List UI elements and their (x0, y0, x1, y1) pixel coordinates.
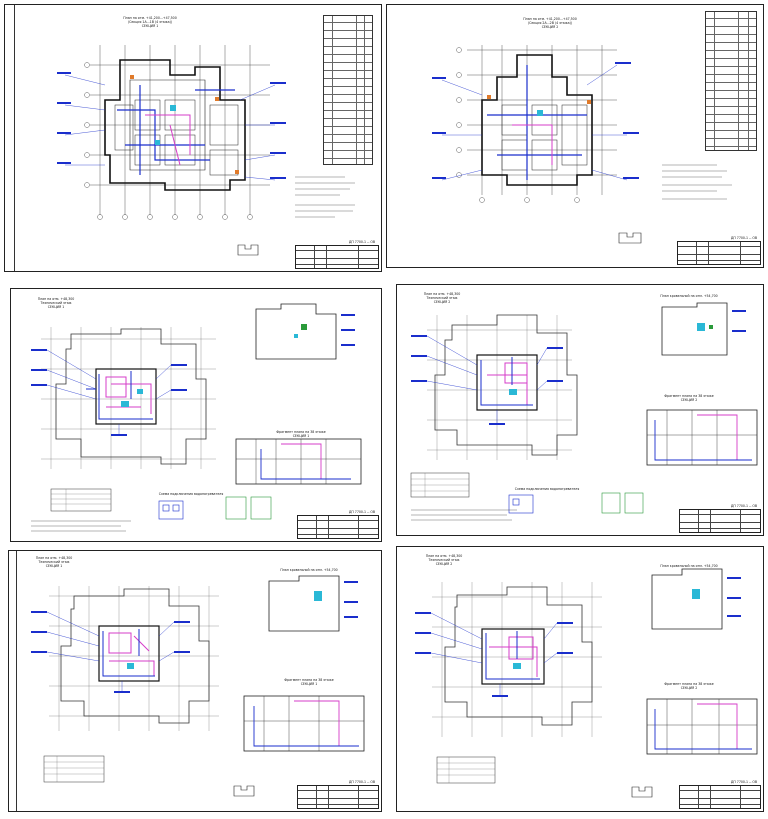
sheet-1-title-3: СЕКЦИЯ 1 (141, 24, 159, 28)
sheet-6-title-3: СЕКЦИЯ 2 (435, 562, 453, 566)
specification-table (705, 11, 757, 151)
stamp-code: ДП 7700-1 -- ОВ (730, 236, 758, 240)
sheet-6-title-2: Технический этаж (428, 558, 460, 562)
sheet-3-schematic-title: Схема подключения водонагревателя (158, 492, 224, 496)
sheet-3-fragment-section: СЕКЦИЯ 1 (292, 434, 310, 438)
drawing-sheet-3: План на отм. +48,300 Технический этаж СЕ… (10, 288, 382, 542)
drawing-sheet-4: План на отм. +48,300 Технический этаж СЕ… (396, 284, 764, 536)
stamp-code: ДП 7700-1 -- ОВ (348, 780, 376, 784)
title-block-stamp (297, 515, 379, 539)
sheet-4-roof-title: План кровельной на отм. +54,700 (660, 294, 718, 298)
sheet-6-title-1: План на отм. +48,300 (425, 554, 463, 558)
sheet-4-title-3: СЕКЦИЯ 2 (433, 300, 451, 304)
technical-floor-plan-2 (410, 302, 758, 521)
title-block-stamp (679, 509, 761, 533)
technical-floor-plan-3 (31, 575, 365, 797)
sheet-5-roof-title: План кровельной на отм. +54,700 (280, 568, 338, 572)
sheet-2-title-1: План на отм. +41,200...+47,500 (523, 17, 577, 21)
sheet-1-title-1: План на отм. +41,200...+47,500 (123, 16, 177, 20)
sheet-4-title-2: Технический этаж (426, 296, 458, 300)
stamp-code: ДП 7700-1 -- ОВ (348, 510, 376, 514)
sheet-4-title-1: План на отм. +48,300 (423, 292, 461, 296)
sheet-margin-strip (5, 5, 15, 271)
title-block-stamp (677, 241, 761, 265)
technical-floor-plan-4 (415, 568, 758, 798)
specification-table (323, 15, 373, 165)
floor-plan-1 (57, 45, 286, 256)
sheet-5-fragment-section: СЕКЦИЯ 1 (300, 682, 318, 686)
sheet-2-title-2: (Секция 2А...2В (4 этажа)) (527, 21, 573, 25)
technical-floor-plan-1 (31, 303, 362, 532)
sheet-6-fragment-title: Фрагмент плана на 38 этаже (664, 682, 714, 686)
stamp-code: ДП 7700-1 -- ОВ (730, 504, 758, 508)
notes-block (295, 176, 355, 218)
sheet-5-title-2: Технический этаж (38, 560, 70, 564)
sheet-5-title-3: СЕКЦИЯ 1 (45, 564, 63, 568)
floor-plan-2 (432, 45, 732, 244)
stamp-code: ДП 7700-1 -- ОВ (348, 240, 376, 244)
title-block-stamp (679, 785, 761, 809)
sheet-3-title-1: План на отм. +48,300 (37, 297, 75, 301)
sheet-4-fragment-title: Фрагмент плана на 38 этаже (664, 394, 714, 398)
sheet-5-fragment-title: Фрагмент плана на 38 этаже (284, 678, 334, 682)
sheet-4-schematic-title: Схема подключения водонагревателя (514, 487, 580, 491)
drawing-sheet-2: План на отм. +41,200...+47,500 (Секция 2… (386, 4, 764, 268)
sheet-margin-strip (9, 551, 17, 811)
sheet-3-title-2: Технический этаж (40, 301, 72, 305)
sheet-3-fragment-title: Фрагмент плана на 38 этаже (276, 430, 326, 434)
drawing-sheet-1: План на отм. +41,200...+47,500 (Секция 1… (4, 4, 382, 272)
sheet-1-title-2: (Секция 1А...1В (4 этажа)) (127, 20, 173, 24)
sheet-6-fragment-section: СЕКЦИЯ 2 (680, 686, 698, 690)
drawing-sheet-5: План на отм. +48,300 Технический этаж СЕ… (8, 550, 382, 812)
sheet-3-title-3: СЕКЦИЯ 1 (47, 305, 65, 309)
sheet-4-fragment-section: СЕКЦИЯ 2 (680, 398, 698, 402)
drawing-sheet-6: План на отм. +48,300 Технический этаж СЕ… (396, 546, 764, 812)
title-block-stamp (295, 245, 379, 269)
title-block-stamp (297, 785, 379, 809)
stamp-code: ДП 7700-1 -- ОВ (730, 780, 758, 784)
sheet-6-roof-title: План кровельной на отм. +54,700 (660, 564, 718, 568)
sheet-5-title-1: План на отм. +48,300 (35, 556, 73, 560)
sheet-2-title-3: СЕКЦИЯ 2 (541, 25, 559, 29)
